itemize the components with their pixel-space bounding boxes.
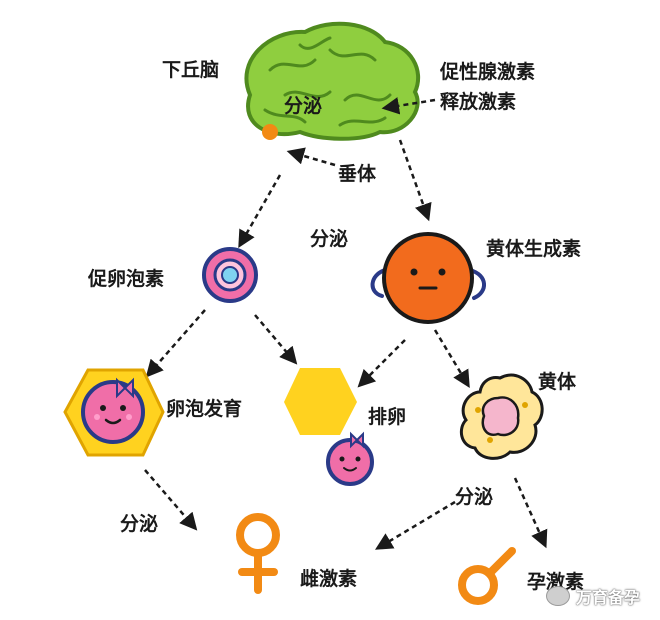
- ovulated-egg-icon: [326, 431, 374, 486]
- corpus-luteum-icon: [459, 373, 544, 460]
- label-corpus-luteum: 黄体: [538, 371, 577, 393]
- pituitary-dot-icon: [262, 124, 278, 140]
- watermark-icon: [546, 586, 570, 606]
- watermark: 万育备孕: [546, 584, 640, 608]
- label-ovulation: 排卵: [368, 406, 407, 428]
- arrow-fsh-to-ovulation: [254, 314, 298, 365]
- arrow-to-lh: [398, 139, 432, 222]
- ovulation-hexagon-icon: [284, 368, 357, 435]
- arrow-pituitary-label: [286, 147, 336, 167]
- label-follicle-development: 卵泡发育: [166, 398, 243, 420]
- lh-face-icon: [370, 232, 486, 324]
- label-hypothalamus: 下丘脑: [162, 59, 220, 81]
- watermark-text: 万育备孕: [576, 588, 641, 607]
- arrows: [144, 97, 548, 550]
- arrow-lh-to-ovulation: [357, 339, 406, 388]
- arrow-fsh-to-follicle: [145, 309, 206, 378]
- follicle-egg-icon: [63, 368, 165, 457]
- female-symbol-icon: [236, 513, 280, 594]
- arrow-follicle-to-estrogen: [144, 469, 198, 531]
- label-progesterone: 孕激素: [527, 571, 585, 593]
- label-lh: 黄体生成素: [486, 238, 582, 260]
- label-secrete-right: 分泌: [455, 486, 494, 508]
- label-secrete-brain: 分泌: [284, 95, 323, 117]
- label-pituitary: 垂体: [338, 163, 377, 185]
- arrow-luteum-to-progesterone: [513, 477, 548, 549]
- label-gnrh-line1: 促性腺激素: [440, 61, 536, 83]
- brain-icon: [244, 21, 421, 141]
- label-gnrh-line2: 释放激素: [440, 91, 517, 113]
- label-fsh: 促卵泡素: [88, 268, 165, 290]
- progesterone-symbol-icon: [458, 547, 516, 605]
- arrow-lh-to-luteum: [433, 329, 470, 389]
- arrow-luteum-to-estrogen: [374, 500, 456, 550]
- fsh-cell-icon: [202, 247, 258, 303]
- arrow-to-fsh: [238, 174, 282, 249]
- label-secrete-mid: 分泌: [310, 228, 349, 250]
- label-secrete-left: 分泌: [120, 513, 159, 535]
- label-estrogen: 雌激素: [300, 568, 358, 590]
